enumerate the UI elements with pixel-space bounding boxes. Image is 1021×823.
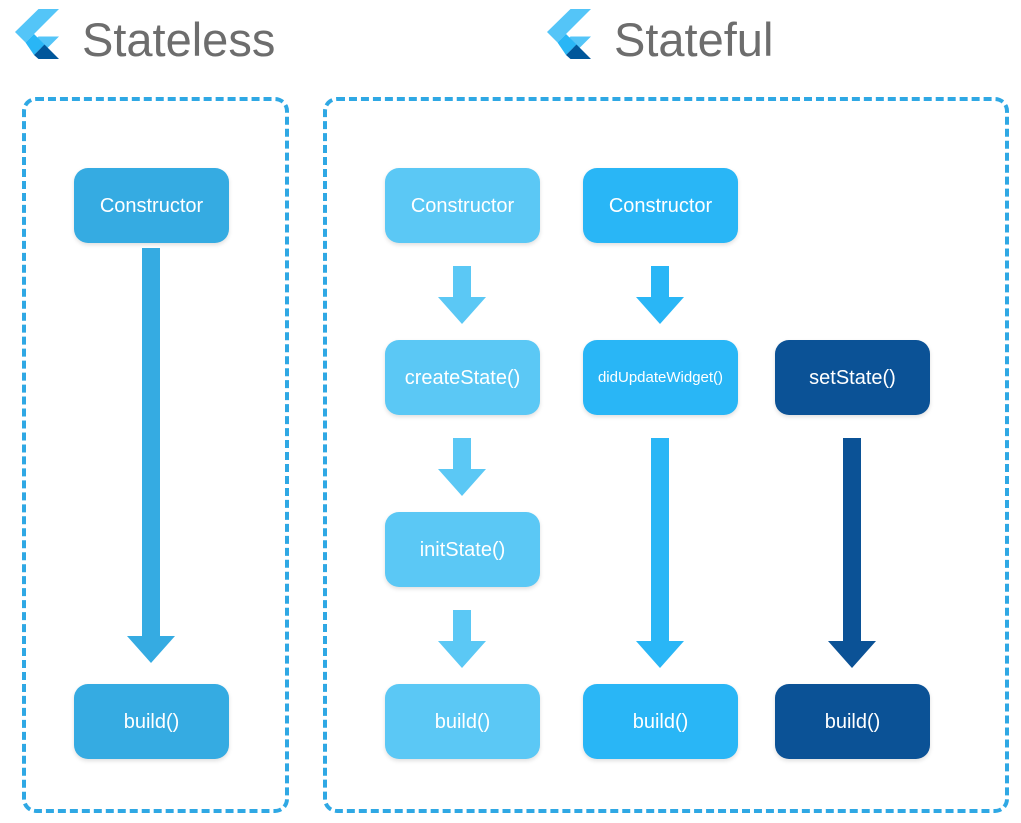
stateful-c1-node-constructor[interactable]: Constructor <box>385 168 540 243</box>
node-label: build() <box>434 710 491 733</box>
panel-stateful <box>323 97 1009 813</box>
node-label: initState() <box>419 538 506 561</box>
arrow-initstate-to-build <box>438 610 486 668</box>
stateless-node-constructor[interactable]: Constructor <box>74 168 229 243</box>
stateful-c1-node-create-state[interactable]: createState() <box>385 340 540 415</box>
arrow-constructor-to-build <box>127 248 175 663</box>
stateless-node-build[interactable]: build() <box>74 684 229 759</box>
stateful-c1-node-build[interactable]: build() <box>385 684 540 759</box>
arrow-constructor-to-createstate <box>438 266 486 324</box>
node-label: didUpdateWidget() <box>597 369 724 386</box>
node-label: Constructor <box>99 194 204 217</box>
arrow-setstate-to-build <box>828 438 876 668</box>
stateful-c3-node-build[interactable]: build() <box>775 684 930 759</box>
node-label: build() <box>632 710 689 733</box>
node-label: createState() <box>404 366 521 389</box>
node-label: build() <box>824 710 881 733</box>
flutter-logo-icon <box>8 8 60 70</box>
node-label: build() <box>123 710 180 733</box>
page-title-stateful: Stateful <box>614 12 774 66</box>
arrow-constructor-to-didupdatewidget <box>636 266 684 324</box>
stateful-c3-node-set-state[interactable]: setState() <box>775 340 930 415</box>
stateful-c2-node-did-update-widget[interactable]: didUpdateWidget() <box>583 340 738 415</box>
node-label: Constructor <box>410 194 515 217</box>
panel-stateless <box>22 97 289 813</box>
stateful-c1-node-init-state[interactable]: initState() <box>385 512 540 587</box>
page-title-stateless: Stateless <box>82 12 276 66</box>
header-stateless: Stateless <box>8 8 275 70</box>
header-stateful: Stateful <box>540 8 773 70</box>
stateful-c2-node-build[interactable]: build() <box>583 684 738 759</box>
flutter-logo-icon <box>540 8 592 70</box>
arrow-createstate-to-initstate <box>438 438 486 496</box>
node-label: setState() <box>809 366 896 389</box>
node-label: Constructor <box>608 194 713 217</box>
stateful-c2-node-constructor[interactable]: Constructor <box>583 168 738 243</box>
arrow-didupdatewidget-to-build <box>636 438 684 668</box>
